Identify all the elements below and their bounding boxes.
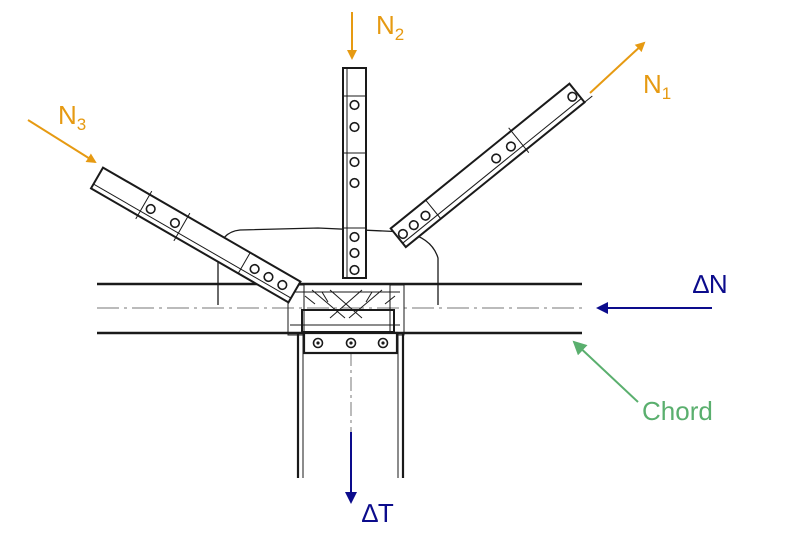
bolt	[491, 153, 502, 164]
n1-force-arrow	[589, 41, 646, 94]
bolt	[349, 264, 360, 276]
bolt	[349, 121, 360, 133]
bolt	[349, 247, 360, 259]
bolt	[397, 228, 409, 240]
bolt	[249, 263, 260, 275]
lower-splice-plate	[302, 331, 399, 355]
bolt	[263, 271, 274, 283]
chord-pointer-arrow	[572, 340, 639, 403]
n3-label: N3	[58, 100, 86, 134]
chord-label: Chord	[642, 396, 713, 426]
delta-n-label: ∆N	[693, 269, 728, 299]
bolt	[408, 220, 419, 231]
member-n2	[342, 67, 367, 279]
vertical-post	[296, 333, 405, 478]
bolt	[277, 279, 288, 291]
bolt	[145, 203, 156, 215]
bolt	[567, 91, 578, 102]
node-connection-detail	[287, 284, 405, 336]
member-n1	[389, 82, 593, 249]
n3-force-arrow	[27, 119, 97, 164]
chord-member	[97, 282, 582, 335]
bolt	[349, 231, 360, 243]
bolt	[420, 210, 431, 221]
bolt	[349, 156, 360, 168]
bolt	[349, 99, 360, 111]
bolt	[169, 217, 181, 229]
bolt	[349, 177, 360, 189]
n2-label: N2	[376, 10, 404, 44]
member-n3	[89, 166, 302, 304]
delta-t-label: ∆T	[362, 498, 394, 528]
bolt	[505, 141, 517, 152]
n1-label: N1	[643, 69, 671, 103]
